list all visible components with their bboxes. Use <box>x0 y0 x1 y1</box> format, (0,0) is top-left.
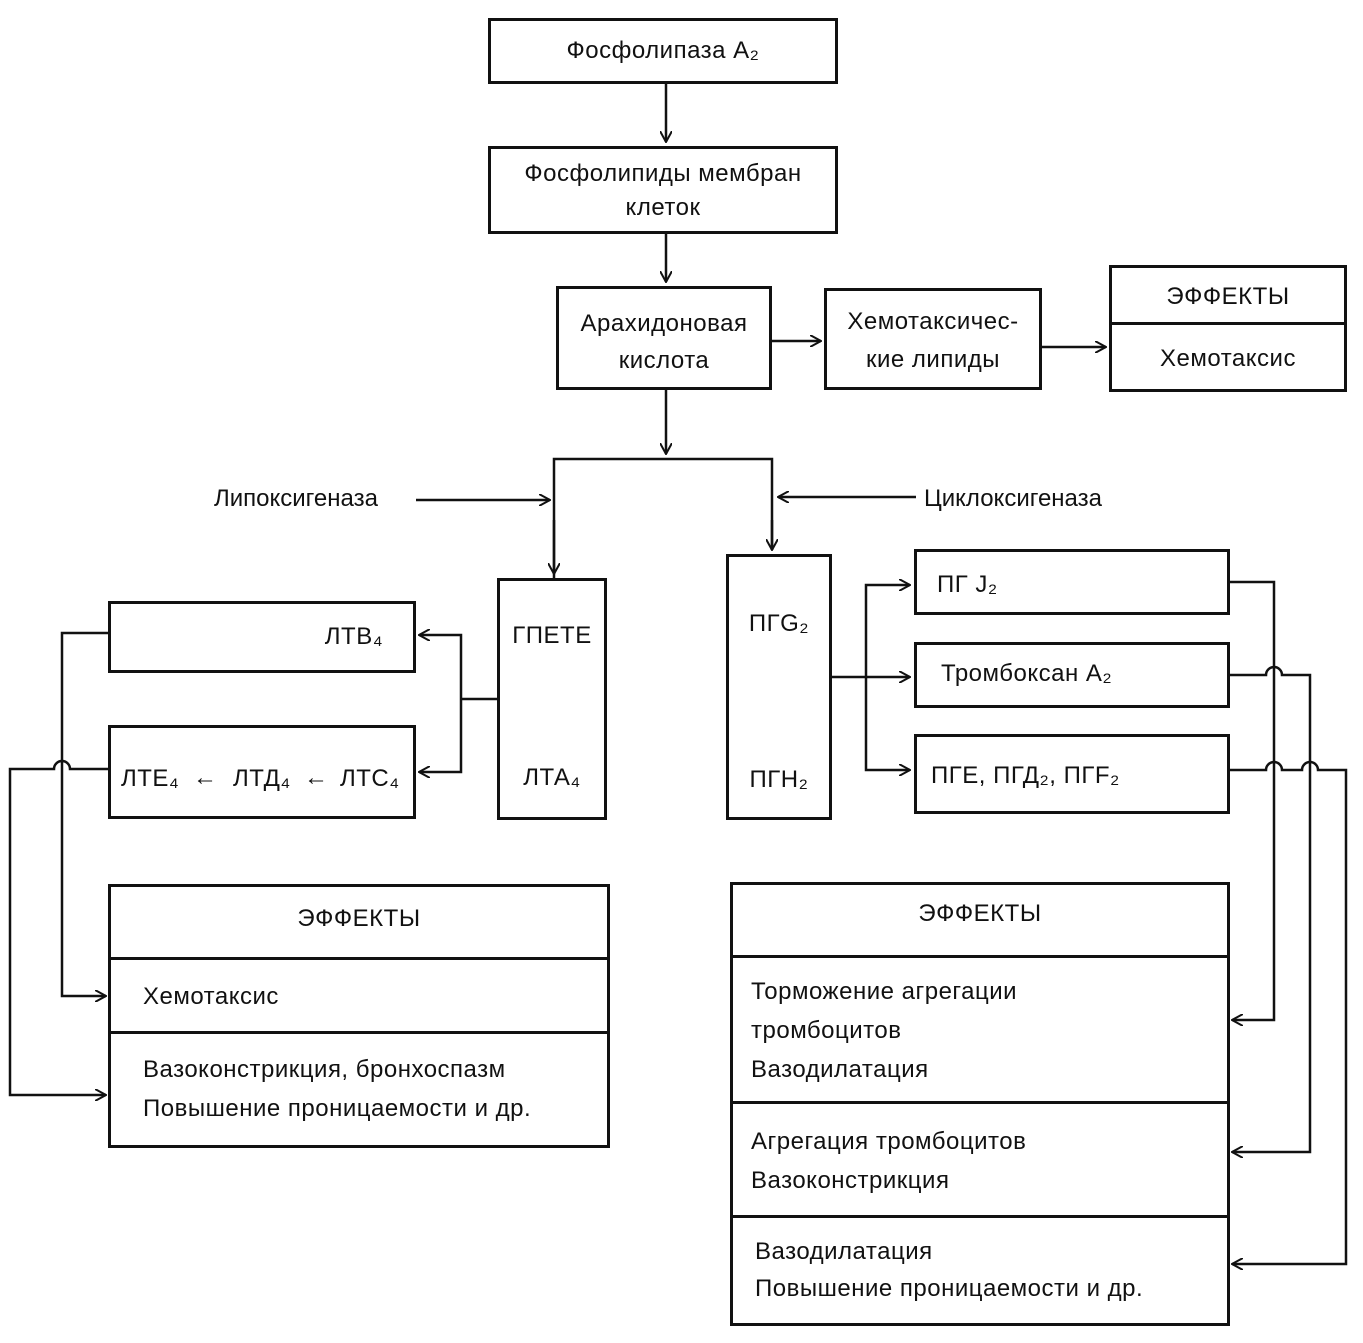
membrane-phospholipids-box: Фосфолипиды мембран клеток <box>488 146 838 234</box>
lta4-label: ЛТА₄ <box>523 764 581 791</box>
effects-left-box: ЭФФЕКТЫ Хемотаксис Вазоконстрикция, брон… <box>108 884 610 1148</box>
arachidonic-acid-line1: Арахидоновая <box>580 310 748 337</box>
arrow-to-ltc4 <box>419 699 463 772</box>
effects-right-inhibition-line2: тромбоцитов <box>751 1017 902 1044</box>
arrow-to-ltb4 <box>419 635 463 699</box>
ltb4-label: ЛТВ₄ <box>324 623 383 650</box>
thromboxane-box: Тромбоксан A₂ <box>914 642 1230 708</box>
thromboxane-label: Тромбоксан A₂ <box>941 660 1113 687</box>
ltb4-box: ЛТВ₄ <box>108 601 416 673</box>
effects-top-header: ЭФФЕКТЫ <box>1166 283 1290 310</box>
effects-right-aggregation: Агрегация тромбоцитов <box>751 1128 1027 1155</box>
cyclooxygenase-label: Циклоксигеназа <box>924 485 1102 512</box>
effects-left-permeability: Повышение проницаемости и др. <box>143 1095 532 1122</box>
effects-right-vasodilatation-1: Вазодилатация <box>751 1056 929 1083</box>
ltc4-to-ltd4-arrow: ← <box>304 764 329 791</box>
ltd4-label: ЛТД₄ <box>233 765 291 792</box>
membrane-phospholipids-line1: Фосфолипиды мембран <box>524 160 802 187</box>
lipoxygenase-label: Липоксигеназа <box>214 485 378 512</box>
membrane-phospholipids-line2: клеток <box>625 194 701 221</box>
line-ltb4-to-chemotaxis <box>60 631 108 996</box>
pgh2-label: ПГН₂ <box>749 766 809 793</box>
pgj2-label: ПГ J₂ <box>937 571 998 598</box>
arrow-to-pge <box>864 677 910 770</box>
arachidonic-acid-box: Арахидоновая кислота <box>556 286 772 390</box>
line-pge-to-effects <box>1230 760 1348 1264</box>
line-lte4-to-vasoconstriction <box>8 759 108 1095</box>
pge-group-label: ПГЕ, ПГД₂, ПГF₂ <box>931 762 1120 789</box>
ltc4-label: ЛТС₄ <box>340 765 400 792</box>
effects-top-box: ЭФФЕКТЫ Хемотаксис <box>1109 265 1347 392</box>
phospholipase-box: Фосфолипаза A₂ <box>488 18 838 84</box>
pgj2-box: ПГ J₂ <box>914 549 1230 615</box>
branch-line <box>552 457 774 578</box>
phospholipase-label: Фосфолипаза A₂ <box>566 37 760 64</box>
line-pgj2-to-effects <box>1230 580 1276 1020</box>
gpete-label: ГПЕТЕ <box>512 622 592 649</box>
chemotactic-lipids-line2: кие липиды <box>866 346 1000 373</box>
effects-right-vasodilatation-2: Вазодилатация <box>755 1238 933 1265</box>
effects-left-vasoconstriction: Вазоконстрикция, бронхоспазм <box>143 1056 506 1083</box>
line-thromboxane-to-effects <box>1230 665 1312 1152</box>
effects-right-inhibition-line1: Торможение агрегации <box>751 978 1018 1005</box>
effects-right-vasoconstriction: Вазоконстрикция <box>751 1167 950 1194</box>
pgg2-label: ПГG₂ <box>748 610 810 637</box>
pgg2-pgh2-box: ПГG₂ ПГН₂ <box>726 554 832 820</box>
pge-group-box: ПГЕ, ПГД₂, ПГF₂ <box>914 734 1230 814</box>
effects-right-permeability: Повышение проницаемости и др. <box>755 1275 1144 1302</box>
lte4-label: ЛТЕ₄ <box>121 765 180 792</box>
arrow-to-pgj2 <box>864 585 910 677</box>
chemotactic-lipids-line1: Хемотаксичес- <box>847 308 1019 335</box>
gpete-lta4-box: ГПЕТЕ ЛТА₄ <box>497 578 607 820</box>
effects-right-header: ЭФФЕКТЫ <box>918 900 1042 927</box>
chemotactic-lipids-box: Хемотаксичес- кие липиды <box>824 288 1042 390</box>
arachidonic-acid-line2: кислота <box>618 347 710 374</box>
ltd4-to-lte4-arrow: ← <box>193 764 218 791</box>
effects-left-chemotaxis: Хемотаксис <box>143 983 279 1010</box>
effects-top-item-0: Хемотаксис <box>1160 345 1296 372</box>
effects-right-box: ЭФФЕКТЫ Торможение агрегации тромбоцитов… <box>730 882 1230 1326</box>
effects-left-header: ЭФФЕКТЫ <box>297 905 421 932</box>
leukotriene-chain-box: ЛТЕ₄ ← ЛТД₄ ← ЛТС₄ <box>108 725 416 819</box>
